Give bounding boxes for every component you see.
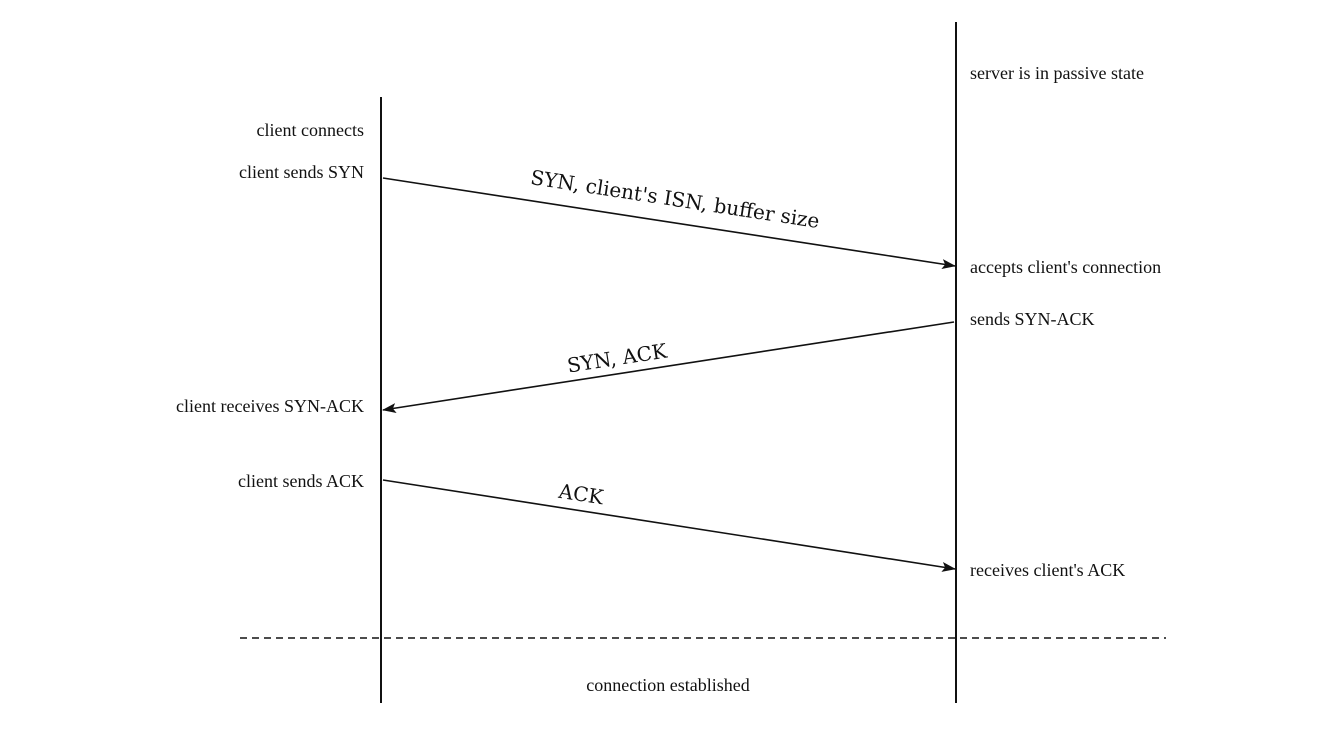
client-connects-label: client connects: [257, 120, 364, 140]
client-receives-syn-ack-label: client receives SYN-ACK: [176, 396, 364, 416]
server-sends-syn-ack-label: sends SYN-ACK: [970, 309, 1095, 329]
client-sends-syn-label: client sends SYN: [239, 162, 364, 182]
server-passive-state-label: server is in passive state: [970, 63, 1144, 83]
ack-message-label: ACK: [556, 479, 606, 510]
syn-ack-arrow: [382, 321, 955, 413]
client-sends-ack-label: client sends ACK: [238, 471, 364, 491]
server-receives-ack-label: receives client's ACK: [970, 560, 1125, 580]
connection-established-label: connection established: [586, 675, 749, 695]
ack-arrow: [382, 479, 956, 572]
syn-ack-message-label: SYN, ACK: [565, 338, 669, 377]
server-accepts-label: accepts client's connection: [970, 257, 1161, 277]
syn-arrow: [382, 177, 956, 269]
